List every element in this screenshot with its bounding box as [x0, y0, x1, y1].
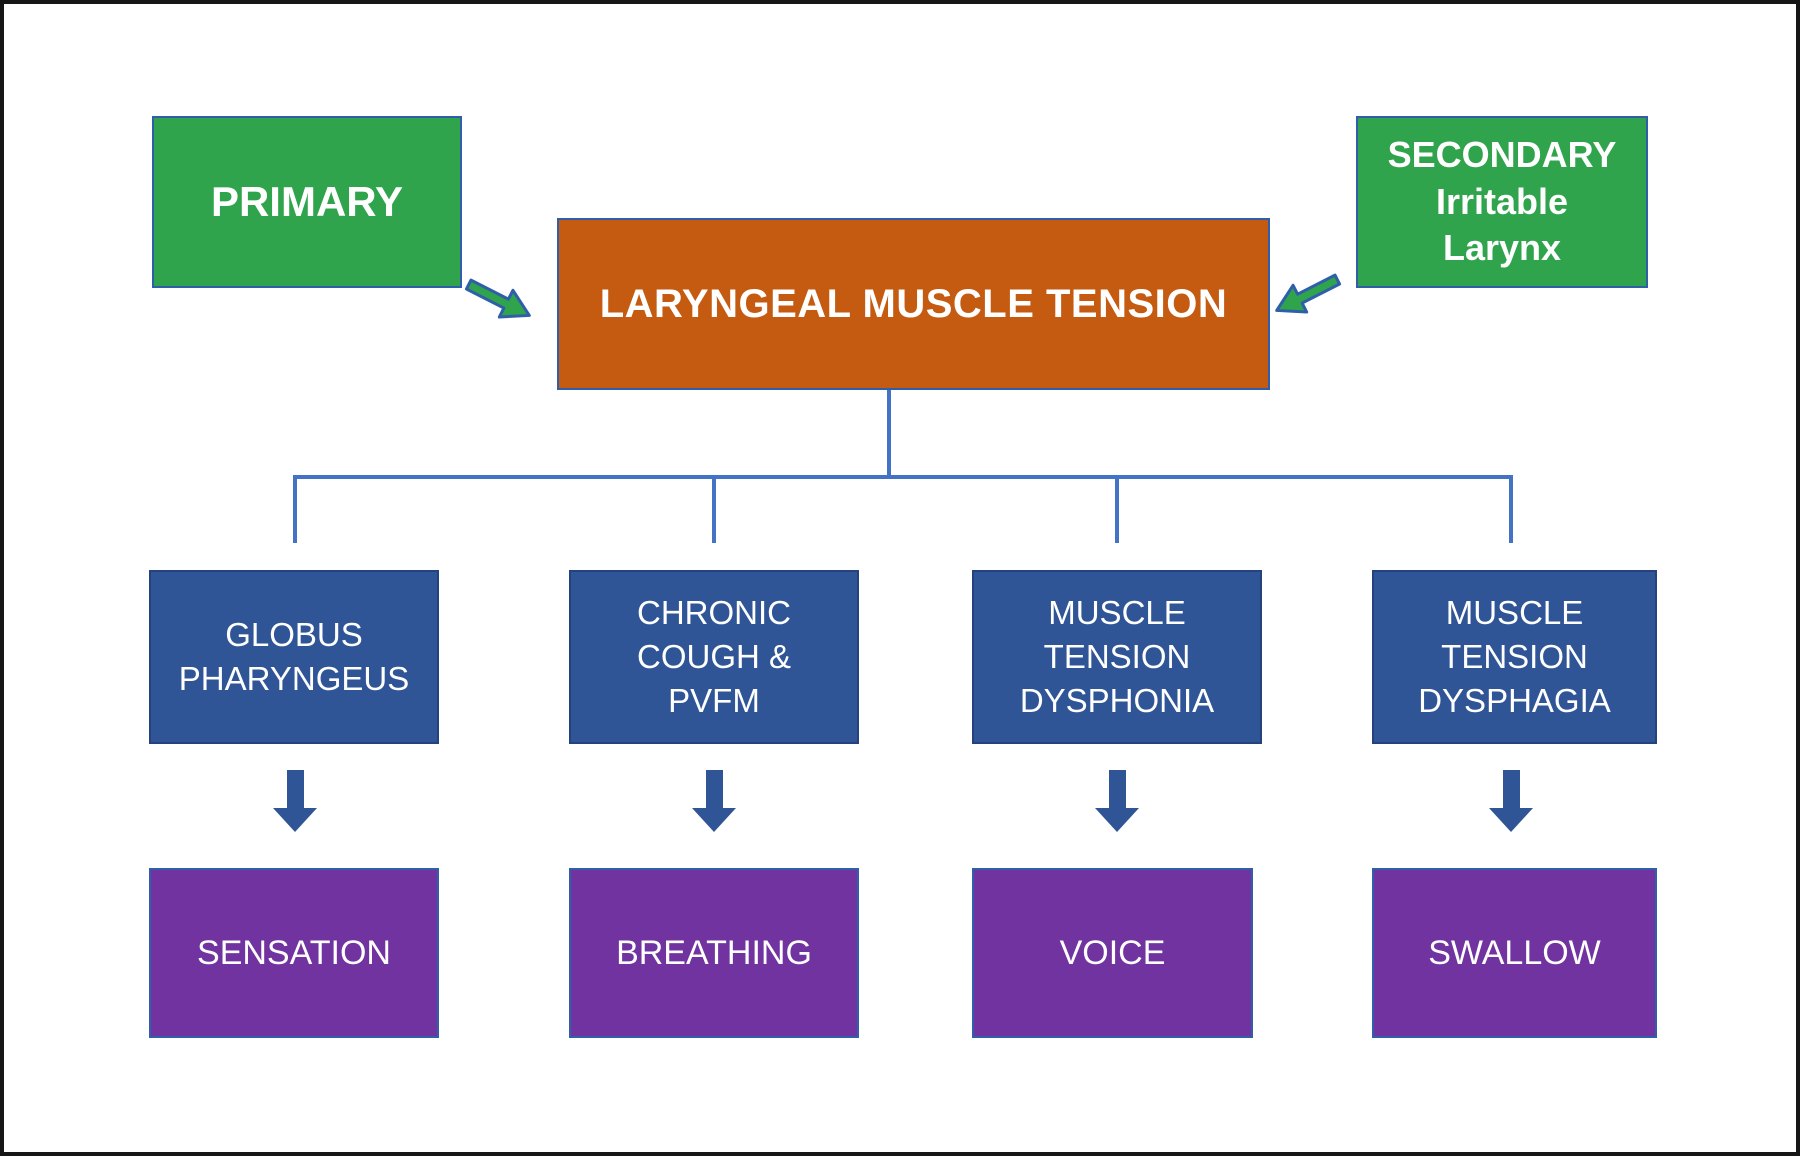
down-arrow-icon	[1489, 770, 1533, 832]
connector-stub-dysphagia	[1509, 475, 1513, 543]
outcome-box-breathing: BREATHING	[569, 868, 859, 1038]
outcome-box-voice: VOICE	[972, 868, 1253, 1038]
connector-horizontal	[293, 475, 1513, 479]
down-arrow-icon	[692, 770, 736, 832]
down-arrow-icon	[1095, 770, 1139, 832]
condition-box-muscle-tension-dysphagia: MUSCLE TENSION DYSPHAGIA	[1372, 570, 1657, 744]
laryngeal-muscle-tension-box: LARYNGEAL MUSCLE TENSION	[557, 218, 1270, 390]
condition-label-line: CHRONIC	[637, 593, 791, 631]
arrow-secondary-to-central-icon	[1275, 273, 1342, 314]
secondary-label-line2: Irritable	[1435, 180, 1569, 222]
secondary-label-line1: SECONDARY	[1387, 133, 1617, 175]
condition-label-line: TENSION	[1441, 637, 1588, 675]
condition-label-line: PHARYNGEUS	[178, 660, 410, 697]
condition-label-line: PVFM	[668, 682, 760, 720]
condition-label-line: GLOBUS	[225, 615, 363, 653]
condition-label-line: DYSPHAGIA	[1418, 682, 1611, 720]
condition-label-line: MUSCLE	[1048, 593, 1186, 631]
primary-label: PRIMARY	[210, 178, 404, 225]
outcome-box-sensation: SENSATION	[149, 868, 439, 1038]
outcome-label: SENSATION	[197, 933, 391, 972]
outcome-box-swallow: SWALLOW	[1372, 868, 1657, 1038]
secondary-box: SECONDARY Irritable Larynx	[1356, 116, 1648, 288]
condition-box-muscle-tension-dysphonia: MUSCLE TENSION DYSPHONIA	[972, 570, 1262, 744]
outcome-label: SWALLOW	[1428, 933, 1601, 972]
secondary-label-line3: Larynx	[1442, 227, 1562, 269]
condition-box-chronic-cough-pvfm: CHRONIC COUGH & PVFM	[569, 570, 859, 744]
primary-box: PRIMARY	[152, 116, 462, 288]
connector-stub-dysphonia	[1115, 475, 1119, 543]
condition-label-line: TENSION	[1043, 637, 1191, 675]
down-arrow-icon	[273, 770, 317, 832]
condition-label-line: COUGH &	[636, 637, 791, 675]
condition-box-globus-pharyngeus: GLOBUS PHARYNGEUS	[149, 570, 439, 744]
connector-stub-chronic	[712, 475, 716, 543]
condition-label-line: MUSCLE	[1445, 593, 1584, 631]
condition-label-line: DYSPHONIA	[1019, 682, 1215, 720]
connector-central-drop	[887, 390, 891, 477]
connector-stub-globus	[293, 475, 297, 543]
arrow-primary-to-central-icon	[464, 278, 531, 319]
outcome-label: VOICE	[1059, 933, 1166, 972]
outcome-label: BREATHING	[616, 933, 812, 972]
central-label: LARYNGEAL MUSCLE TENSION	[599, 281, 1228, 326]
